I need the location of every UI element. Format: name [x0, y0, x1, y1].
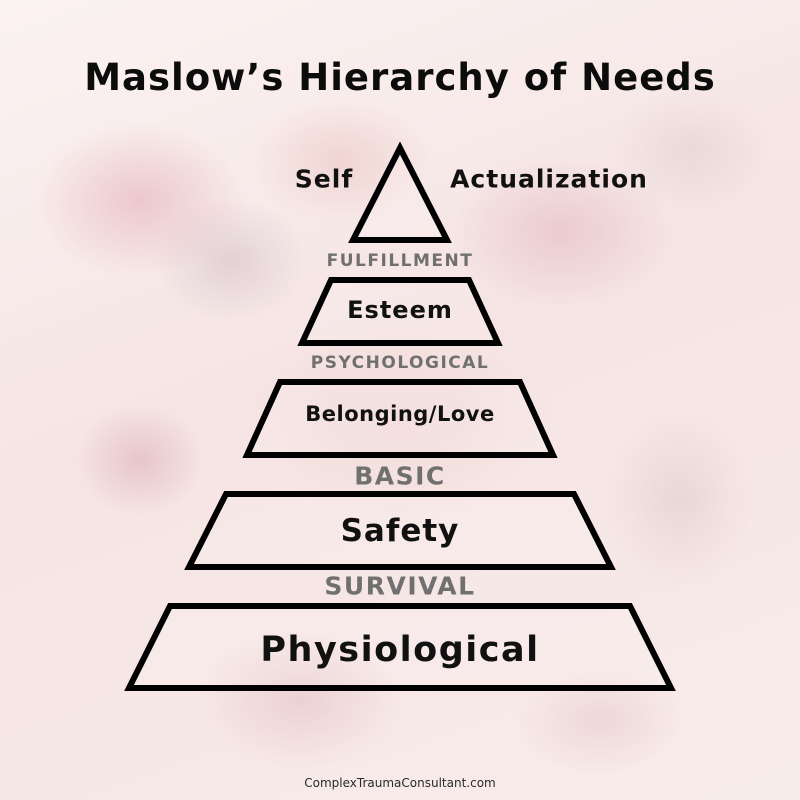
footer-website: ComplexTraumaConsultant.com [304, 776, 496, 790]
esteem-label: Esteem [347, 296, 453, 324]
belonging-love-trapezoid [242, 379, 558, 458]
actualization-label: Actualization [450, 164, 648, 194]
physiological-label: Physiological [260, 630, 540, 670]
physiological-trapezoid [124, 603, 676, 691]
self-actualization-triangle [348, 141, 452, 243]
belonging-love-label: Belonging/Love [305, 402, 495, 426]
category-basic: BASIC [354, 461, 446, 491]
category-survival: SURVIVAL [324, 571, 476, 601]
category-psychological: PSYCHOLOGICAL [310, 353, 490, 373]
esteem-trapezoid [297, 277, 503, 346]
safety-label: Safety [340, 513, 460, 549]
self-label: Self [294, 164, 354, 194]
safety-trapezoid [184, 491, 616, 570]
category-fulfillment: FULFILLMENT [326, 251, 474, 271]
page-title: Maslow’s Hierarchy of Needs [84, 56, 716, 99]
